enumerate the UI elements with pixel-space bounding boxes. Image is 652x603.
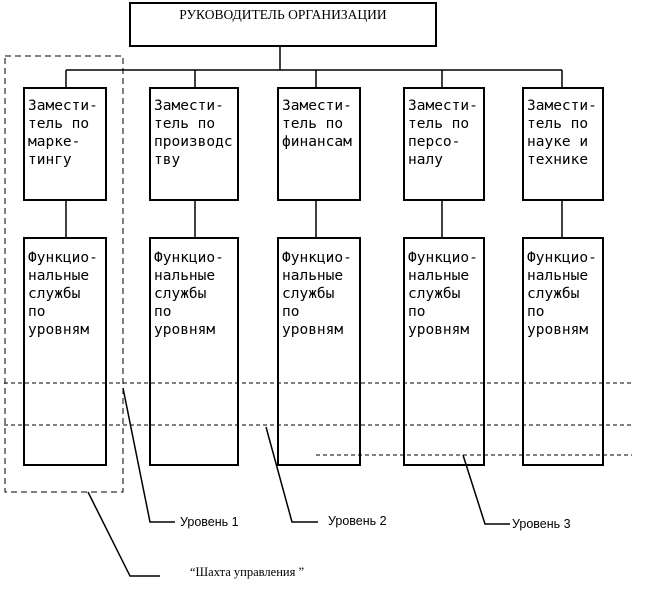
deputy-label-line: производс	[154, 134, 233, 150]
service-box	[403, 237, 485, 466]
service-label-line: Функцио-	[28, 250, 98, 266]
deputy-label-line: Замести-	[154, 98, 224, 114]
service-label-line: по	[527, 304, 544, 320]
deputy-box	[149, 87, 239, 201]
service-label-line: нальные	[154, 268, 215, 284]
level-2-leader	[265, 426, 318, 523]
service-label-line: уровням	[527, 322, 588, 338]
deputy-label-line: тингу	[28, 152, 72, 168]
deputy-box	[522, 87, 604, 201]
service-label-line: Функцио-	[154, 250, 224, 266]
deputy-label-line: тель по	[28, 116, 89, 132]
deputy-production: Замести- тель по производс тву	[149, 87, 239, 201]
head-node: РУКОВОДИТЕЛЬ ОРГАНИЗАЦИИ	[129, 2, 437, 47]
service-box	[149, 237, 239, 466]
service-label-line: службы	[154, 286, 206, 302]
head-title: РУКОВОДИТЕЛЬ ОРГАНИЗАЦИИ	[179, 7, 387, 22]
level-1-leader	[122, 387, 175, 523]
head-box	[129, 2, 437, 47]
deputy-finance: Замести- тель по финансам	[277, 87, 361, 201]
deputy-label-line: тель по	[154, 116, 215, 132]
deputy-label-line: тель по	[408, 116, 469, 132]
service-label-line: Функцио-	[527, 250, 597, 266]
level-1-label: Уровень 1	[180, 515, 239, 529]
management-shaft-outline	[4, 55, 124, 493]
service-box	[23, 237, 107, 466]
deputy-label-line: Замести-	[282, 98, 352, 114]
service-science: Функцио- нальные службы по уровням	[522, 237, 604, 466]
service-label-line: уровням	[408, 322, 469, 338]
deputy-label-line: тель по	[282, 116, 343, 132]
service-label-line: нальные	[282, 268, 343, 284]
deputy-label-line: тву	[154, 152, 180, 168]
service-label-line: уровням	[154, 322, 215, 338]
service-label-line: службы	[408, 286, 460, 302]
deputy-personnel: Замести- тель по персо- налу	[403, 87, 485, 201]
service-label-line: по	[28, 304, 45, 320]
deputy-marketing: Замести- тель по марке- тингу	[23, 87, 107, 201]
deputy-box	[403, 87, 485, 201]
deputy-label-line: персо-	[408, 134, 460, 150]
service-label-line: нальные	[28, 268, 89, 284]
deputy-label-line: тель по	[527, 116, 588, 132]
service-label-line: Функцио-	[408, 250, 478, 266]
service-label-line: Функцио-	[282, 250, 352, 266]
deputy-label-line: технике	[527, 152, 588, 168]
deputy-label-line: науке и	[527, 134, 588, 150]
deputy-label-line: марке-	[28, 134, 80, 150]
level-3-leader	[462, 454, 510, 525]
service-marketing: Функцио- нальные службы по уровням	[23, 237, 107, 466]
level-3-label: Уровень 3	[512, 517, 571, 531]
service-label-line: по	[282, 304, 299, 320]
deputy-box	[277, 87, 361, 201]
deputy-label-line: Замести-	[408, 98, 478, 114]
service-finance: Функцио- нальные службы по уровням	[277, 237, 361, 466]
deputy-label-line: Замести-	[527, 98, 597, 114]
service-label-line: уровням	[282, 322, 343, 338]
service-label-line: службы	[527, 286, 579, 302]
service-box	[522, 237, 604, 466]
deputy-label-line: налу	[408, 152, 443, 168]
service-label-line: уровням	[28, 322, 89, 338]
deputy-box	[23, 87, 107, 201]
deputy-label-line: Замести-	[28, 98, 98, 114]
shaft-leader	[87, 491, 160, 577]
deputy-science: Замести- тель по науке и технике	[522, 87, 604, 201]
service-label-line: нальные	[408, 268, 469, 284]
deputy-label-line: финансам	[282, 134, 352, 150]
service-personnel: Функцио- нальные службы по уровням	[403, 237, 485, 466]
service-production: Функцио- нальные службы по уровням	[149, 237, 239, 466]
level-2-label: Уровень 2	[328, 514, 387, 528]
service-label-line: службы	[28, 286, 80, 302]
service-label-line: по	[154, 304, 171, 320]
management-shaft-label: “Шахта управления ”	[190, 565, 304, 579]
service-label-line: службы	[282, 286, 334, 302]
service-label-line: нальные	[527, 268, 588, 284]
service-label-line: по	[408, 304, 425, 320]
service-box	[277, 237, 361, 466]
